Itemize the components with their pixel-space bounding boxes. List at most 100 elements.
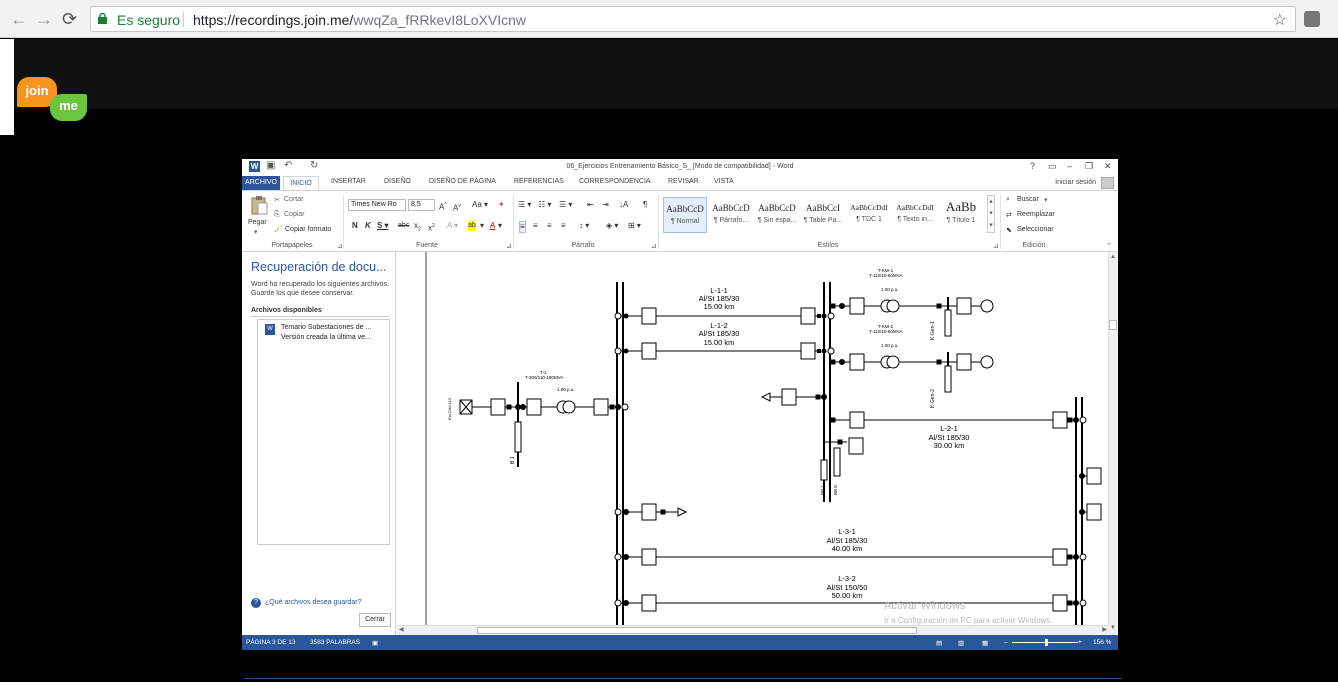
shrink-font-icon[interactable]: Av [453, 203, 461, 213]
style-paragraph[interactable]: AaBbCcD¶ Párrafo... [712, 203, 750, 224]
grow-font-icon[interactable]: A^ [439, 202, 447, 212]
proofing-icon[interactable]: ▣ [372, 640, 379, 647]
dialog-launcher-icon[interactable]: ⊿ [993, 243, 999, 250]
show-marks-icon[interactable]: ¶ [643, 200, 648, 209]
justify-icon[interactable]: ≡ [561, 221, 566, 230]
styles-scroll-icon[interactable]: ▴▾▾ [987, 195, 995, 233]
page-count[interactable]: PÁGINA 3 DE 13 [246, 639, 296, 646]
align-center-icon[interactable]: ≡ [533, 221, 538, 230]
align-right-icon[interactable]: ≡ [547, 221, 552, 230]
zoom-in-icon[interactable]: + [1078, 639, 1082, 646]
dialog-launcher-icon[interactable]: ⊿ [337, 243, 343, 250]
print-layout-icon[interactable]: ▥ [958, 640, 965, 647]
superscript-icon[interactable]: x2 [428, 223, 435, 233]
zoom-out-icon[interactable]: – [1004, 639, 1008, 646]
style-toc-1[interactable]: AaBbCcDdI¶ TDC 1 [850, 203, 888, 223]
vertical-scrollbar[interactable]: ▲ ▼ [1108, 252, 1118, 635]
undo-icon[interactable]: ↶ [284, 160, 293, 171]
strikethrough-icon[interactable]: abc [398, 222, 410, 229]
bus-bb1-label: BB 1 [820, 485, 825, 495]
avatar[interactable] [1101, 177, 1114, 189]
ribbon-display-icon[interactable]: ▭ [1048, 161, 1057, 171]
help-button[interactable]: ? [1030, 161, 1036, 171]
collapse-ribbon-icon[interactable]: ⌃ [1106, 243, 1112, 250]
web-layout-icon[interactable]: ▦ [982, 640, 989, 647]
forward-arrow-icon[interactable]: → [35, 9, 53, 29]
font-color-icon[interactable]: A [490, 221, 496, 230]
scroll-thumb[interactable] [477, 627, 917, 634]
tab-view[interactable]: VISTA [714, 178, 734, 185]
tab-review[interactable]: REVISAR [668, 178, 699, 185]
which-files-link[interactable]: ¿Qué archivos desea guardar? [265, 599, 362, 606]
bullets-icon[interactable]: ☰ ▾ [518, 200, 532, 209]
italic-icon[interactable]: K [365, 221, 371, 230]
redo-icon[interactable]: ↻ [310, 160, 319, 171]
recovery-title: Recuperación de docu... [251, 260, 387, 274]
tab-mailings[interactable]: CORRESPONDENCIA [579, 178, 651, 185]
clear-format-icon[interactable]: ✦ [498, 200, 505, 209]
select-button[interactable]: Seleccionar [1017, 226, 1054, 233]
align-left-icon[interactable]: ≡ [519, 221, 526, 233]
font-name-combo[interactable]: Times New Ro [348, 199, 406, 211]
back-arrow-icon[interactable]: ← [10, 9, 28, 29]
bold-icon[interactable]: N [352, 221, 358, 230]
address-bar[interactable]: Es seguro https://recordings.join.me/wwq… [90, 6, 1296, 32]
tab-references[interactable]: REFERENCIAS [514, 178, 564, 185]
style-no-spacing[interactable]: AaBbCcD¶ Sin espa... [757, 203, 797, 224]
tab-insert[interactable]: INSERTAR [331, 178, 366, 185]
minimize-icon[interactable]: – [1067, 161, 1073, 171]
sort-icon[interactable]: ↓A [619, 200, 629, 209]
cut-button[interactable]: Cortar [284, 196, 304, 203]
borders-icon[interactable]: ⊞ ▾ [628, 221, 641, 230]
tab-file[interactable]: ARCHIVO [242, 176, 280, 190]
font-size-combo[interactable]: 8,5 [408, 199, 435, 211]
decrease-indent-icon[interactable]: ⇤ [587, 200, 594, 209]
text-effects-icon[interactable]: A ▾ [447, 221, 459, 230]
scroll-right-icon[interactable]: ▶ [1102, 627, 1107, 633]
close-pane-button[interactable]: Cerrar [359, 613, 391, 627]
subscript-icon[interactable]: x2 [414, 221, 421, 233]
horizontal-scrollbar[interactable]: ◀ ▶ [397, 625, 1109, 635]
highlight-icon[interactable]: ab [468, 221, 476, 231]
underline-icon[interactable]: S ▾ [377, 221, 389, 230]
replace-button[interactable]: Reemplazar [1017, 211, 1055, 218]
reload-icon[interactable]: ⟳ [62, 9, 78, 29]
paste-icon[interactable] [250, 196, 268, 216]
scroll-up-icon[interactable]: ▲ [1110, 254, 1116, 260]
scroll-left-icon[interactable]: ◀ [399, 627, 404, 633]
restore-icon[interactable]: ❐ [1085, 161, 1094, 171]
shading-icon[interactable]: ◈ ▾ [606, 221, 619, 230]
bookmark-star-icon[interactable]: ☆ [1272, 12, 1287, 29]
save-icon[interactable]: ▣ [266, 160, 276, 171]
increase-indent-icon[interactable]: ⇥ [602, 200, 609, 209]
numbering-icon[interactable]: ☷ ▾ [538, 200, 552, 209]
line-spacing-icon[interactable]: ↕ ▾ [579, 221, 590, 230]
extension-icon[interactable] [1304, 11, 1320, 27]
zoom-level[interactable]: 156 % [1093, 639, 1112, 646]
tkw2-name: T-KW-2 [878, 324, 894, 329]
scroll-down-icon[interactable]: ▼ [1110, 625, 1116, 631]
multilevel-list-icon[interactable]: ☰ ▾ [559, 200, 573, 209]
load-branch [760, 388, 827, 406]
tab-layout[interactable]: DISEÑO DE PÁGINA [429, 178, 496, 185]
paste-button[interactable]: Pegar [248, 219, 267, 226]
tab-design[interactable]: DISEÑO [384, 178, 411, 185]
zoom-slider-thumb[interactable] [1045, 639, 1048, 646]
change-case-icon[interactable]: Aa ▾ [472, 200, 489, 209]
copy-button[interactable]: Copiar [284, 211, 305, 218]
scroll-thumb[interactable] [1109, 320, 1117, 330]
format-painter-button[interactable]: Copiar formato [285, 226, 332, 233]
tab-home[interactable]: INICIO [283, 176, 319, 190]
dialog-launcher-icon[interactable]: ⊿ [506, 243, 512, 250]
read-mode-icon[interactable]: ▤ [936, 640, 943, 647]
style-normal[interactable]: AaBbCcD¶ Normal [663, 197, 707, 233]
style-table-paragraph[interactable]: AaBbCcI¶ Table Pa... [803, 203, 843, 224]
style-body-text[interactable]: AaBbCcDdI¶ Texto in... [896, 203, 934, 223]
close-window-icon[interactable]: ✕ [1104, 161, 1112, 171]
style-heading-1[interactable]: AaBb¶ Título 1 [945, 199, 977, 224]
dialog-launcher-icon[interactable]: ⊿ [651, 243, 657, 250]
find-button[interactable]: Buscar [1017, 196, 1039, 203]
word-count[interactable]: 3583 PALABRAS [310, 639, 361, 646]
signin-link[interactable]: Iniciar sesión [1055, 179, 1096, 186]
tkw2-rating: T-110/10-60MVA [869, 329, 902, 334]
